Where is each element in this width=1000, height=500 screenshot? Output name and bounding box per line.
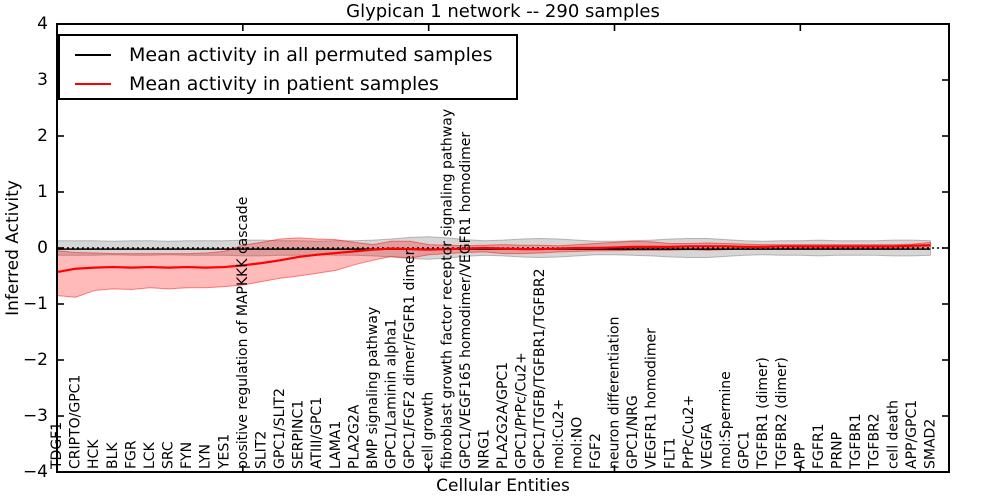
x-entity-label: PLA2G2A: [346, 404, 362, 469]
x-entity-label: SRC: [161, 441, 177, 469]
chart-title: Glypican 1 network -- 290 samples: [346, 1, 660, 22]
x-entity-label: VEGFA: [699, 423, 715, 469]
x-entity-label: PRNP: [830, 432, 846, 469]
x-entity-label: SMAD2: [922, 419, 938, 469]
legend-line-swatch: [75, 53, 111, 56]
x-entity-label: CRIPTO/GPC1: [68, 375, 84, 469]
y-tick-label: 4: [37, 14, 48, 34]
legend-item: Mean activity in all permuted samples: [60, 40, 516, 69]
x-entity-label: VEGFR1 homodimer: [644, 328, 660, 469]
x-entity-label: BLK: [105, 442, 121, 469]
x-entity-label: APP: [792, 443, 808, 469]
x-entity-label: TGFBR1 (dimer): [755, 357, 771, 470]
x-entity-label: GPC1/TGFB/TGFBR1/TGFBR2: [532, 268, 548, 469]
x-entity-label: APP/GPC1: [904, 400, 920, 469]
x-entity-label: TGFBR2: [867, 413, 883, 470]
legend-item: Mean activity in patient samples: [60, 69, 516, 98]
x-entity-label: BMP signaling pathway: [365, 307, 381, 469]
x-entity-label: LCK: [142, 441, 158, 469]
x-entity-label: HCK: [86, 439, 102, 469]
x-entity-label: SERPINC1: [291, 400, 307, 469]
x-entity-label: TGFBR1: [848, 413, 864, 470]
y-tick-label: 1: [37, 182, 48, 202]
x-entity-label: mol:Cu2+: [551, 399, 567, 469]
x-entity-label: TGFBR2 (dimer): [774, 357, 790, 470]
x-entity-label: PrPc/Cu2+: [681, 395, 697, 469]
legend-line-swatch: [75, 82, 111, 85]
x-axis-title: Cellular Entities: [436, 476, 570, 496]
legend-label: Mean activity in patient samples: [129, 72, 439, 95]
x-entity-label: YES1: [216, 434, 232, 470]
patient-mean-line: [56, 244, 931, 274]
x-entity-label: FYN: [179, 442, 195, 469]
x-entity-label: FGF2: [588, 433, 604, 469]
x-entity-label: PLA2G2A/GPC1: [495, 362, 511, 469]
y-tick-label: −4: [23, 462, 48, 482]
x-entity-label: GPC1/FGF2 dimer/FGFR1 dimer: [402, 249, 418, 469]
x-entity-label: positive regulation of MAPKKK cascade: [235, 197, 251, 469]
x-entity-label: GPC1/Laminin alpha1: [384, 319, 400, 469]
y-tick-label: 3: [37, 70, 48, 90]
y-axis-title: Inferred Activity: [3, 180, 23, 316]
x-entity-label: mol:NO: [569, 417, 585, 469]
x-entity-label: GPC1/SLIT2: [272, 388, 288, 469]
legend-label: Mean activity in all permuted samples: [129, 43, 493, 66]
y-tick-label: 0: [37, 238, 48, 258]
x-entity-label: fibroblast growth factor receptor signal…: [439, 109, 455, 469]
x-entity-label: cell growth: [421, 392, 437, 469]
x-entity-label: FLT1: [662, 438, 678, 469]
x-entity-label: NRG1: [476, 429, 492, 469]
y-tick-label: −1: [23, 294, 48, 314]
x-entity-label: cell death: [885, 400, 901, 469]
x-entity-label: SLIT2: [253, 431, 269, 469]
x-entity-label: GPC1/NRG: [625, 395, 641, 469]
x-entity-label: neuron differentiation: [607, 317, 623, 469]
patient-band: [56, 237, 931, 298]
x-entity-label: FGFR1: [811, 423, 827, 469]
y-tick-label: −2: [23, 350, 48, 370]
y-tick-label: −3: [23, 406, 48, 426]
x-entity-label: GPC1/VEGF165 homodimer/VEGFR1 homodimer: [458, 132, 474, 469]
x-entity-label: GPC1/PrPc/Cu2+: [514, 352, 530, 469]
y-tick-label: 2: [37, 126, 48, 146]
x-entity-label: GPC1: [737, 431, 753, 469]
x-entity-label: FGR: [123, 440, 139, 469]
x-entity-label: mol:Spermine: [718, 371, 734, 469]
x-entity-label: LYN: [198, 444, 214, 469]
x-entity-label: TDGF1: [49, 422, 65, 470]
x-entity-label: LAMA1: [328, 421, 344, 469]
x-entity-label: ATIII/GPC1: [309, 397, 325, 469]
